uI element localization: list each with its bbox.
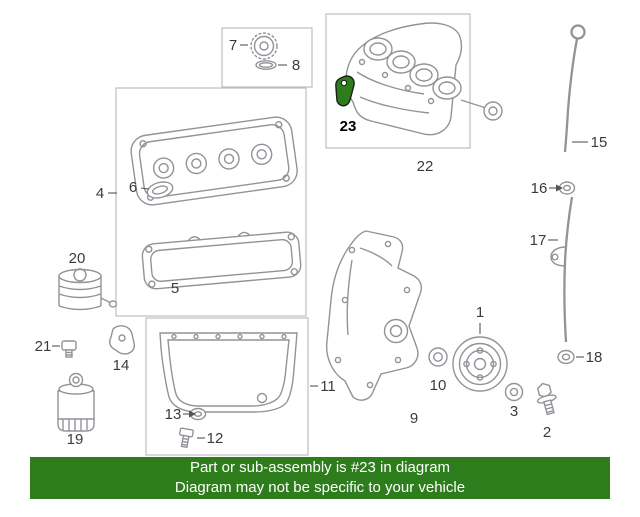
callout-16: 16 xyxy=(531,180,548,197)
dipstick-tube-part xyxy=(550,196,574,343)
callout-18: 18 xyxy=(586,349,603,366)
crank-seal-part xyxy=(428,347,448,367)
drain-plug-part xyxy=(178,427,194,449)
callout-10: 10 xyxy=(430,377,447,394)
filler-cap-seal-part xyxy=(255,60,277,70)
callout-5: 5 xyxy=(171,280,179,297)
box-filler-cap-group: 7 8 xyxy=(221,27,313,88)
callout-4: 4 xyxy=(96,185,104,202)
callout-15: 15 xyxy=(591,134,608,151)
manifold-gasket-highlighted-part xyxy=(335,75,355,107)
callout-14: 14 xyxy=(113,357,130,374)
callout-13: 13 xyxy=(165,406,182,423)
callout-11: 11 xyxy=(320,378,336,395)
callout-23-highlighted: 23 xyxy=(340,118,357,135)
oil-cooler-fitting-part xyxy=(61,340,77,358)
callout-9: 9 xyxy=(410,410,418,427)
box-valve-cover-group: 4 6 5 xyxy=(96,87,307,317)
tube-seal-ring-part xyxy=(557,349,575,365)
callout-6: 6 xyxy=(129,179,137,196)
callout-2: 2 xyxy=(543,424,551,441)
callout-21: 21 xyxy=(35,338,52,355)
banner-line-2: Diagram may not be specific to your vehi… xyxy=(174,479,466,496)
callout-20: 20 xyxy=(69,250,86,267)
callout-12: 12 xyxy=(207,430,224,447)
info-banner: Part or sub-assembly is #23 in diagram D… xyxy=(30,457,610,499)
oil-dipstick-part xyxy=(563,24,586,153)
box-intake-manifold-group: 23 22 xyxy=(325,13,503,175)
valve-cover-part xyxy=(130,116,298,206)
pulley-bolt-part xyxy=(536,382,557,416)
callout-1: 1 xyxy=(476,304,484,321)
callout-19: 19 xyxy=(67,431,84,448)
oil-pan-part xyxy=(159,332,298,413)
callout-7: 7 xyxy=(229,37,237,54)
spark-plug-tube-gasket-part xyxy=(146,181,174,199)
box-oil-pan-group: 13 12 xyxy=(145,317,309,456)
oil-filter-part xyxy=(57,372,95,432)
callout-3: 3 xyxy=(510,403,518,420)
callout-17: 17 xyxy=(530,232,547,249)
banner-line-1: Part or sub-assembly is #23 in diagram xyxy=(189,459,451,476)
pulley-washer-part xyxy=(504,382,524,402)
timing-chain-cover-part xyxy=(325,230,423,401)
bracket-part xyxy=(109,325,135,355)
crankshaft-pulley-part xyxy=(452,336,508,392)
intake-manifold-part xyxy=(345,22,503,136)
valve-cover-gasket-part xyxy=(141,231,302,290)
oil-filler-cap-part xyxy=(250,32,278,60)
callout-8: 8 xyxy=(292,57,300,74)
callout-22: 22 xyxy=(417,158,434,175)
oil-cooler-part xyxy=(58,268,118,311)
